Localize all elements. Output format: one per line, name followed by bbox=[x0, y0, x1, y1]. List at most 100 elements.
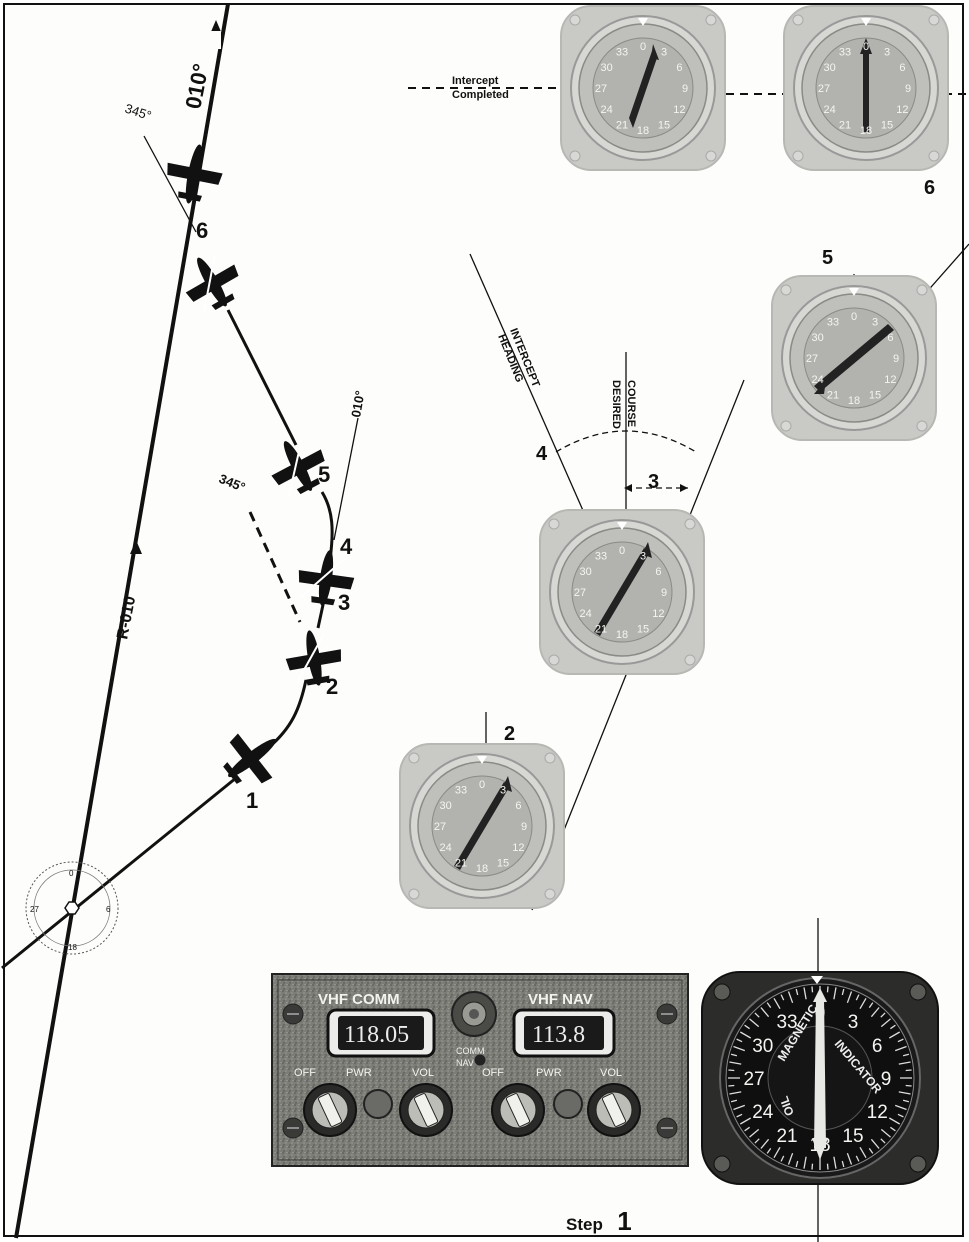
indicator-number-2: 2 bbox=[504, 723, 515, 745]
large-dial-tick bbox=[729, 1091, 742, 1095]
comm-volume-knob[interactable] bbox=[399, 1083, 453, 1137]
large-dial-tick bbox=[833, 1156, 837, 1169]
dial-numeral: 21 bbox=[455, 857, 467, 869]
large-dial-tick bbox=[760, 1138, 770, 1149]
vor-label-0: 0 bbox=[69, 869, 74, 878]
dial-numeral: 12 bbox=[512, 842, 524, 854]
vor-label-27: 27 bbox=[30, 905, 39, 914]
large-dial-tick bbox=[888, 1117, 901, 1125]
heading-345-dashed bbox=[248, 511, 302, 623]
comm-nav-toggle[interactable] bbox=[473, 1053, 487, 1067]
large-dial-tick bbox=[803, 1156, 807, 1169]
desired-course-label-2: COURSE bbox=[625, 380, 637, 427]
dial-numeral: 24 bbox=[439, 842, 451, 854]
heading-010-mid-label: 010° bbox=[348, 389, 367, 418]
large-dial-tick bbox=[729, 1061, 742, 1065]
large-dial-tick bbox=[870, 1007, 880, 1018]
large-dial-tick bbox=[826, 1163, 829, 1170]
angle-label-3: 3 bbox=[648, 471, 659, 493]
dial-numeral: 33 bbox=[839, 47, 851, 59]
aircraft-icon-3 bbox=[298, 550, 355, 606]
large-dial-tick bbox=[773, 997, 781, 1010]
comm-power-knob[interactable] bbox=[303, 1083, 357, 1137]
heading-345-top-label: 345° bbox=[123, 101, 153, 124]
large-dial-tick bbox=[898, 1091, 911, 1095]
large-dial-tick bbox=[833, 987, 837, 1000]
dial-numeral: 21 bbox=[839, 119, 851, 131]
vor-label-6: 6 bbox=[106, 905, 111, 914]
large-dial-tick bbox=[733, 1104, 746, 1111]
radio-panel: VHF COMM VHF NAV 118.05 113.8 COMM NAV O… bbox=[271, 973, 689, 1167]
vor-compass-rose: 0 6 18 27 bbox=[25, 861, 119, 955]
dial-numeral: 27 bbox=[818, 83, 830, 95]
large-dial-tick bbox=[795, 988, 799, 996]
indicator-6 bbox=[783, 5, 949, 171]
heading-345-line bbox=[143, 135, 197, 233]
large-dial-tick bbox=[841, 988, 845, 996]
switch-comm-label: COMM bbox=[456, 1046, 485, 1056]
large-dial-tick bbox=[811, 986, 814, 993]
aircraft-number-2: 2 bbox=[326, 674, 338, 699]
large-dial-tick bbox=[905, 1069, 912, 1072]
dial-numeral: 15 bbox=[881, 119, 893, 131]
large-dial-tick bbox=[787, 1152, 794, 1165]
large-dial-tick bbox=[905, 1084, 912, 1087]
large-dial-tick bbox=[859, 1146, 867, 1159]
large-dial-tick bbox=[902, 1053, 910, 1057]
nav-volume-knob[interactable] bbox=[587, 1083, 641, 1137]
large-dial-tick bbox=[846, 991, 853, 1004]
aircraft-icon-2 bbox=[285, 630, 341, 686]
large-dial-tick bbox=[766, 1002, 772, 1008]
large-dial-tick bbox=[888, 1031, 901, 1039]
dial-numeral: 33 bbox=[827, 317, 839, 329]
large-dial-tick bbox=[897, 1038, 904, 1043]
dial-numeral: 12 bbox=[673, 104, 685, 116]
large-dial-tick bbox=[811, 1163, 814, 1170]
large-dial-numeral: 12 bbox=[867, 1102, 888, 1123]
dial-numeral: 6 bbox=[515, 800, 521, 812]
aircraft-number-5: 5 bbox=[318, 462, 330, 487]
large-dial-tick bbox=[736, 1113, 743, 1118]
nav-pwr-label: PWR bbox=[536, 1067, 562, 1079]
large-dial-tick bbox=[902, 1099, 910, 1103]
large-dial-tick bbox=[890, 1024, 896, 1030]
dial-numeral: 3 bbox=[500, 785, 506, 797]
dial-numeral: 21 bbox=[616, 119, 628, 131]
turn-arc-1-2 bbox=[267, 679, 308, 750]
nav-off-label: OFF bbox=[482, 1067, 504, 1079]
large-dial-tick bbox=[894, 1104, 907, 1111]
large-dial-tick bbox=[730, 1053, 738, 1057]
nav-power-knob[interactable] bbox=[491, 1083, 545, 1137]
large-dial-tick bbox=[744, 1024, 750, 1030]
dial-numeral: 18 bbox=[848, 395, 860, 407]
angle-label-4: 4 bbox=[536, 443, 548, 465]
large-dial-tick bbox=[880, 1128, 891, 1138]
dial-numeral: 0 bbox=[851, 311, 857, 323]
large-dial-numeral: 30 bbox=[752, 1036, 773, 1057]
large-dial-tick bbox=[728, 1069, 735, 1072]
indicator-5 bbox=[771, 275, 937, 441]
radial-name-label: R-010 bbox=[114, 595, 139, 641]
large-dial-tick bbox=[846, 1152, 853, 1165]
indicator-number-6: 6 bbox=[924, 177, 935, 199]
dial-numeral: 24 bbox=[600, 104, 612, 116]
comm-squelch-knob[interactable] bbox=[363, 1089, 393, 1119]
dial-numeral: 18 bbox=[860, 125, 872, 137]
vor-label-18: 18 bbox=[68, 943, 77, 952]
nav-frequency-display: 113.8 bbox=[532, 1022, 585, 1048]
large-dial-tick bbox=[826, 986, 829, 993]
aircraft-icon-6 bbox=[167, 144, 223, 204]
dial-numeral: 15 bbox=[869, 389, 881, 401]
dial-numeral: 30 bbox=[823, 62, 835, 74]
dial-numeral: 24 bbox=[823, 104, 835, 116]
large-dial-tick bbox=[868, 1148, 874, 1154]
dial-numeral: 15 bbox=[637, 623, 649, 635]
indicator-completed-a bbox=[560, 5, 726, 171]
dial-numeral: 9 bbox=[905, 83, 911, 95]
dial-numeral: 9 bbox=[682, 83, 688, 95]
dial-numeral: 18 bbox=[637, 125, 649, 137]
nav-squelch-knob[interactable] bbox=[553, 1089, 583, 1119]
large-dial-tick bbox=[868, 1002, 874, 1008]
large-dial-tick bbox=[736, 1038, 743, 1043]
desired-course-label-1: DESIRED bbox=[610, 380, 622, 429]
